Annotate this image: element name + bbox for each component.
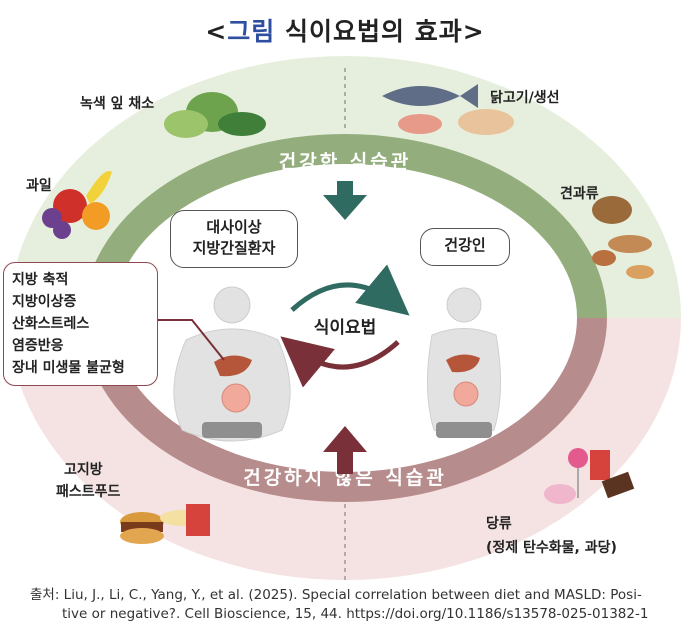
healthy-person-label: 건강인	[444, 236, 486, 254]
source-prefix: 출처:	[30, 587, 60, 603]
symptom-item: 지방 축적	[12, 272, 69, 288]
title-bracket-close: >	[462, 17, 485, 46]
symptom-item: 지방이상증	[12, 294, 77, 310]
up-arrow-icon	[323, 426, 367, 474]
label-sugar-detail: (정제 탄수화물, 과당)	[486, 539, 617, 556]
liver-icon	[446, 354, 480, 373]
source-citation: 출처: Liu, J., Li, C., Yang, Y., et al. (2…	[30, 586, 680, 624]
symptom-item: 장내 미생물 불균형	[12, 360, 125, 376]
fruit-icon	[42, 171, 112, 239]
patient-line-2: 지방간질환자	[192, 239, 276, 257]
healthy-body-figure	[427, 287, 501, 438]
symptom-item: 산화스트레스	[12, 316, 90, 332]
patient-box: 대사이상 지방간질환자	[170, 210, 298, 268]
down-arrow-icon	[323, 181, 367, 220]
intestine-icon	[221, 383, 251, 413]
intestine-icon	[453, 381, 479, 407]
cycle-arrow-unhealthy-icon	[280, 336, 400, 388]
page-title: <그림 식이요법의 효과>	[0, 12, 690, 48]
sweets-icon	[544, 448, 635, 504]
healthy-habits-label: 건강한 식습관	[279, 151, 412, 173]
title-highlight: 그림	[227, 17, 276, 46]
cycle-arrow-healthy-icon	[290, 264, 410, 316]
source-line-1: Liu, J., Li, C., Yang, Y., et al. (2025)…	[59, 587, 642, 603]
fish-chicken-icon	[382, 84, 514, 135]
symptom-item: 염증반응	[12, 338, 64, 354]
healthy-person-box: 건강인	[420, 228, 510, 266]
label-fastfood: 패스트푸드	[56, 484, 121, 500]
vegetables-icon	[164, 92, 266, 138]
patient-line-1: 대사이상	[206, 218, 262, 236]
title-text: 식이요법의 효과	[285, 17, 463, 46]
nuts-icon	[592, 196, 654, 279]
title-bracket-open: <	[205, 17, 228, 46]
obese-body-figure	[173, 286, 291, 442]
label-nuts: 견과류	[560, 185, 599, 202]
diet-therapy-label: 식이요법	[314, 318, 377, 338]
label-sugar: 당류	[486, 515, 512, 532]
symptom-connector	[158, 319, 225, 361]
label-chicken-fish: 닭고기/생선	[490, 89, 560, 106]
unhealthy-habits-label: 건강하지 않은 식습관	[243, 467, 447, 489]
symptom-box: 지방 축적 지방이상증 산화스트레스 염증반응 장내 미생물 불균형	[3, 262, 158, 386]
source-line-2: tive or negative?. Cell Bioscience, 15, …	[62, 606, 649, 622]
label-green-vegetables: 녹색 잎 채소	[80, 96, 154, 112]
fastfood-icon	[120, 504, 210, 544]
liver-icon	[214, 355, 252, 377]
label-high-fat: 고지방	[64, 461, 103, 478]
label-fruit: 과일	[26, 178, 52, 194]
